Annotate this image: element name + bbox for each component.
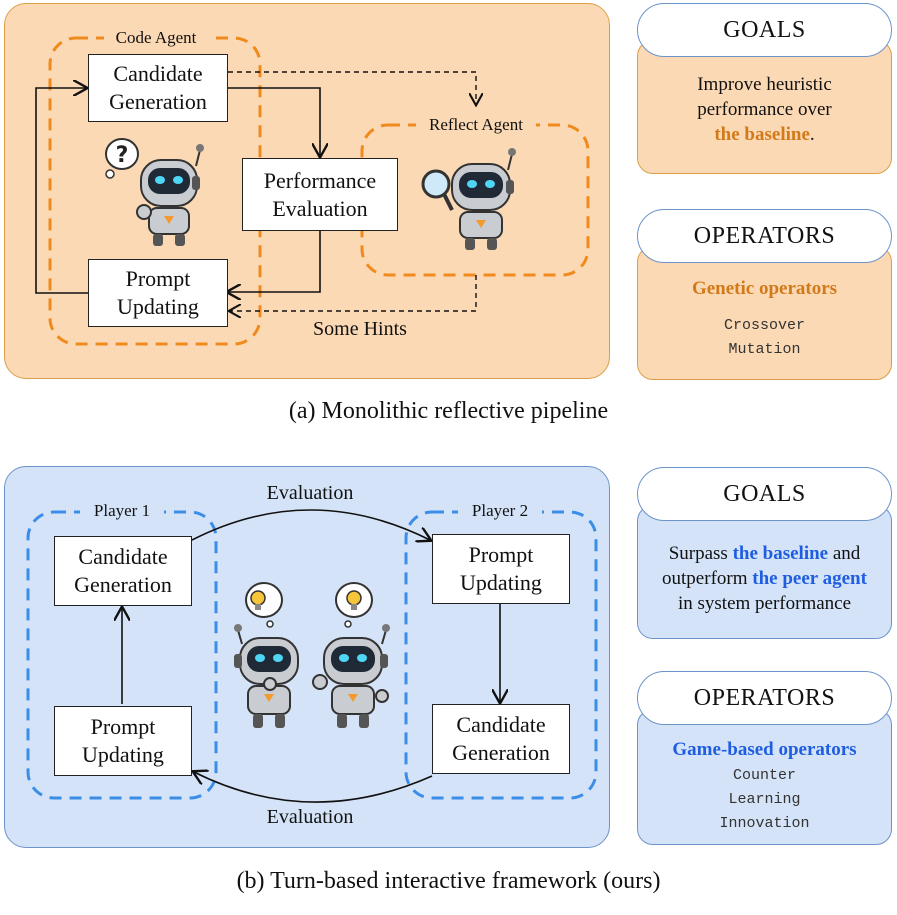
svg-text:?: ?	[116, 143, 129, 168]
bottom-operator-item: Learning	[728, 791, 801, 808]
caption-b: (b) Turn-based interactive framework (ou…	[236, 868, 661, 894]
bottom-goals-line1-suffix: and	[828, 543, 861, 564]
bottom-operators-title: OPERATORS	[637, 671, 892, 725]
bottom-operators-list: Counter Learning Innovation	[637, 764, 892, 836]
robot-confused-icon: ?	[105, 138, 204, 246]
bottom-operator-item: Innovation	[719, 815, 810, 832]
top-operator-item: Crossover	[723, 317, 805, 334]
player2-label: Player 2	[458, 501, 542, 521]
top-goals-text: Improve heuristic performance over the b…	[637, 72, 892, 147]
p1-candidate-generation-box: Candidate Generation	[54, 536, 192, 606]
top-operators-box	[637, 246, 892, 380]
player1-label: Player 1	[80, 501, 164, 521]
robot-lightbulb-icon	[234, 582, 390, 728]
bottom-goals-line1-prefix: Surpass	[668, 543, 733, 564]
performance-evaluation-label: Performance Evaluation	[263, 167, 377, 221]
bottom-goals-box	[637, 505, 892, 639]
p2-candidate-generation-label: Candidate Generation	[452, 712, 550, 765]
p1-prompt-updating-label: Prompt Updating	[82, 714, 164, 767]
code-agent-label: Code Agent	[104, 28, 208, 48]
p2-prompt-updating-label: Prompt Updating	[460, 542, 542, 595]
top-goals-suffix: .	[809, 124, 815, 145]
bottom-goals-line3: in system performance	[677, 593, 852, 614]
candidate-generation-label: Candidate Generation	[109, 61, 207, 114]
top-goals-highlight: the baseline	[714, 124, 810, 145]
bottom-goals-title: GOALS	[637, 467, 892, 521]
bottom-operators-box	[637, 709, 892, 845]
top-operator-item: Mutation	[728, 341, 801, 358]
arrow-hints	[230, 275, 477, 311]
prompt-updating-label: Prompt Updating	[117, 266, 199, 319]
arrow-cg-to-pe	[228, 87, 320, 156]
arrow-pu-to-cg	[35, 88, 88, 294]
evaluation-bottom-label: Evaluation	[266, 806, 354, 828]
candidate-generation-box: Candidate Generation	[88, 54, 228, 122]
caption-a: (a) Monolithic reflective pipeline	[288, 398, 609, 424]
arrow-eval-bottom	[194, 772, 433, 803]
bottom-goals-line1-highlight: the baseline	[732, 543, 829, 564]
bottom-goals-text: Surpass the baseline and outperform the …	[637, 541, 892, 616]
arrow-eval-top	[191, 509, 430, 540]
top-goals-line1: Improve heuristic	[697, 74, 832, 95]
arrow-cg-to-reflect	[228, 71, 476, 104]
prompt-updating-box: Prompt Updating	[88, 259, 228, 327]
top-goals-box	[637, 40, 892, 174]
p1-prompt-updating-box: Prompt Updating	[54, 706, 192, 776]
bottom-operators-highlight: Game-based operators	[672, 739, 857, 760]
reflect-agent-label: Reflect Agent	[416, 115, 536, 135]
robot-magnifier-icon	[421, 148, 516, 250]
p1-candidate-generation-label: Candidate Generation	[74, 544, 172, 597]
bottom-goals-line2-highlight: the peer agent	[752, 568, 867, 589]
top-operators-highlight: Genetic operators	[691, 278, 838, 299]
p2-candidate-generation-box: Candidate Generation	[432, 704, 570, 774]
top-operators-title: OPERATORS	[637, 209, 892, 263]
bottom-operator-item: Counter	[732, 767, 796, 784]
some-hints-label: Some Hints	[313, 318, 407, 340]
top-goals-line2: performance over	[697, 99, 832, 120]
turn-based-framework-panel	[4, 466, 610, 848]
arrow-pe-to-pu	[228, 231, 321, 292]
p2-prompt-updating-box: Prompt Updating	[432, 534, 570, 604]
bottom-goals-line2-prefix: outperform	[662, 568, 753, 589]
performance-evaluation-box: Performance Evaluation	[242, 158, 398, 231]
evaluation-top-label: Evaluation	[266, 482, 354, 504]
top-goals-title: GOALS	[637, 3, 892, 57]
top-operators-list: Crossover Mutation	[637, 314, 892, 362]
